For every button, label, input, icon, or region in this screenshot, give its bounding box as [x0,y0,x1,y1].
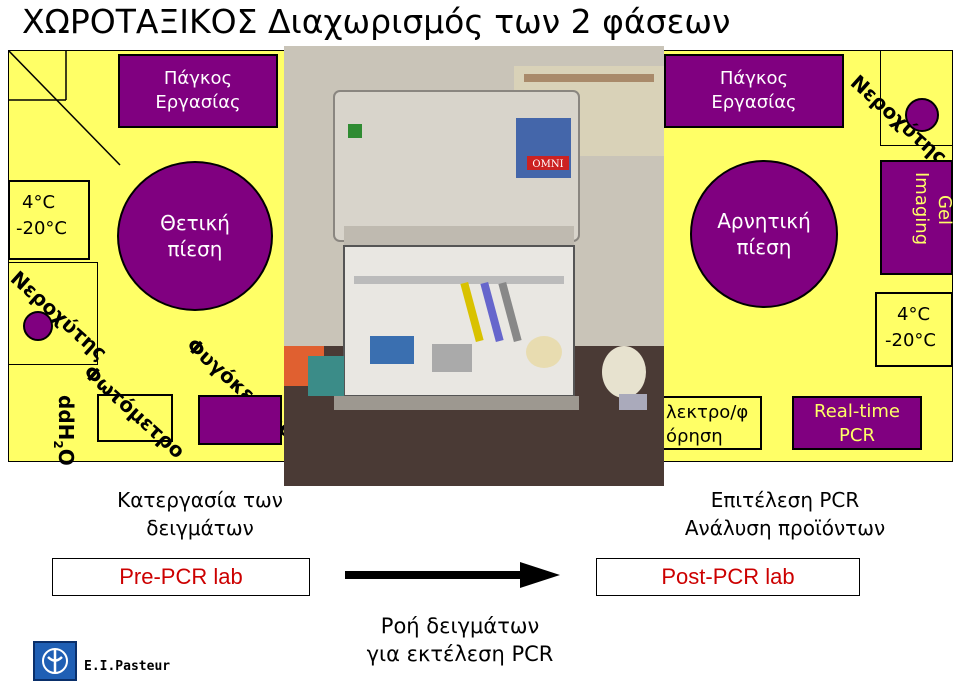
imaging-label: Imaging [911,172,932,246]
page-title: ΧΩΡΟΤΑΞΙΚΟΣ Διαχωρισμός των 2 φάσεων [22,2,731,41]
left-sink-box [8,262,98,365]
pasteur-logo-icon [33,641,77,681]
pre-pcr-lab: Pre-PCR lab [52,558,310,596]
gel-imaging-box [880,160,953,275]
flow-arrow [345,562,560,588]
institute-label: E.I.Pasteur [84,659,171,674]
post-pcr-lab: Post-PCR lab [596,558,860,596]
photometer-box [97,394,173,442]
centrifuge-box [198,395,282,445]
left-sink-drain [23,311,53,341]
right-freezer: 4°C -20°C [875,292,953,367]
hood-photo: OMNI [284,46,664,486]
gel-label: Gel [934,195,955,226]
right-sink-drain [905,98,939,132]
left-freezer: 4°C -20°C [8,180,90,260]
right-sink-box [880,50,953,146]
door-lines [8,50,121,166]
hood-brand: OMNI [532,159,563,170]
ddh2o-label: ddH2O [51,395,78,466]
